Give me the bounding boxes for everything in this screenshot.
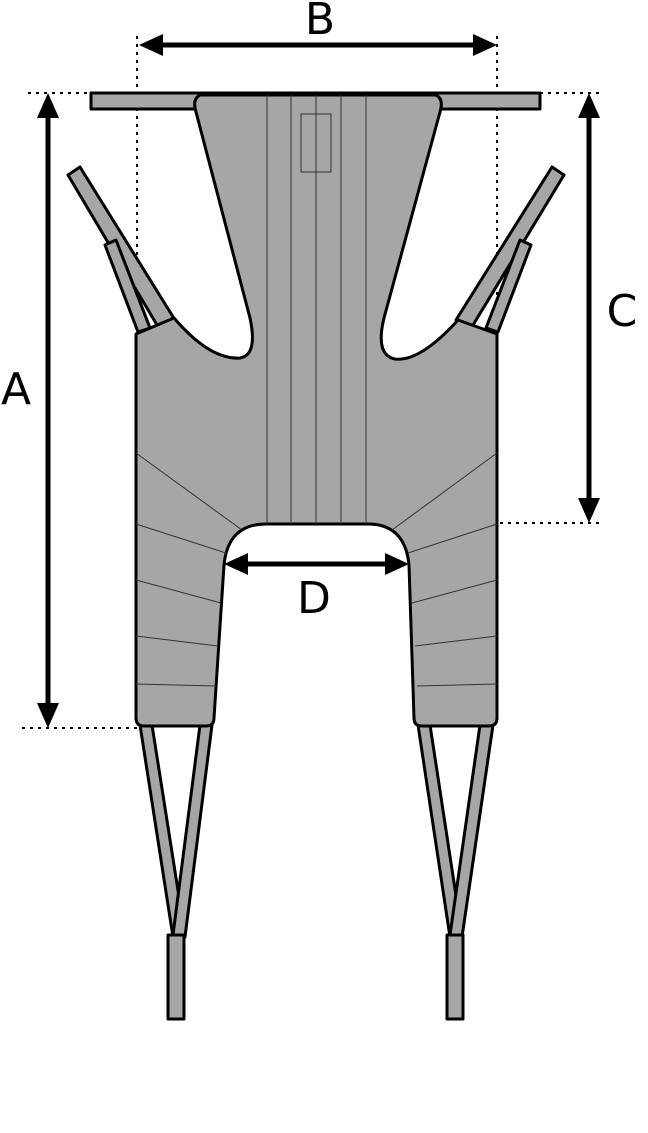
dimension-b-label: B <box>305 0 335 45</box>
dimension-b-arrow-left <box>139 34 163 56</box>
right-leg-strap-outer <box>448 723 495 939</box>
dimension-d: D <box>224 553 409 624</box>
dimension-d-label: D <box>297 573 331 624</box>
right-shoulder-strap-inner <box>484 238 533 334</box>
dimension-c-label: C <box>607 286 638 337</box>
dimension-d-arrow-right <box>385 553 409 575</box>
label-patch <box>300 113 332 173</box>
dimension-a: A <box>1 93 59 728</box>
dimension-c: C <box>578 93 637 523</box>
right-shoulder-strap <box>454 165 566 332</box>
shoulder-straps <box>66 165 566 334</box>
dimension-c-arrow-bottom <box>578 498 600 523</box>
dimension-a-arrow-top <box>37 93 59 118</box>
left-leg-strap-inner <box>171 723 214 939</box>
dimension-b-arrow-right <box>473 34 497 56</box>
right-leg-strap-tail <box>445 933 465 1021</box>
left-leg-strap-tail <box>166 933 186 1021</box>
dimension-b: B <box>139 0 497 56</box>
dimension-c-arrow-top <box>578 93 600 118</box>
left-shoulder-strap <box>66 165 177 332</box>
dimension-a-label: A <box>1 364 31 415</box>
dimension-a-arrow-bottom <box>37 703 59 728</box>
leg-straps <box>138 723 495 1021</box>
dimension-d-arrow-left <box>224 553 248 575</box>
seam-lines <box>135 95 498 687</box>
